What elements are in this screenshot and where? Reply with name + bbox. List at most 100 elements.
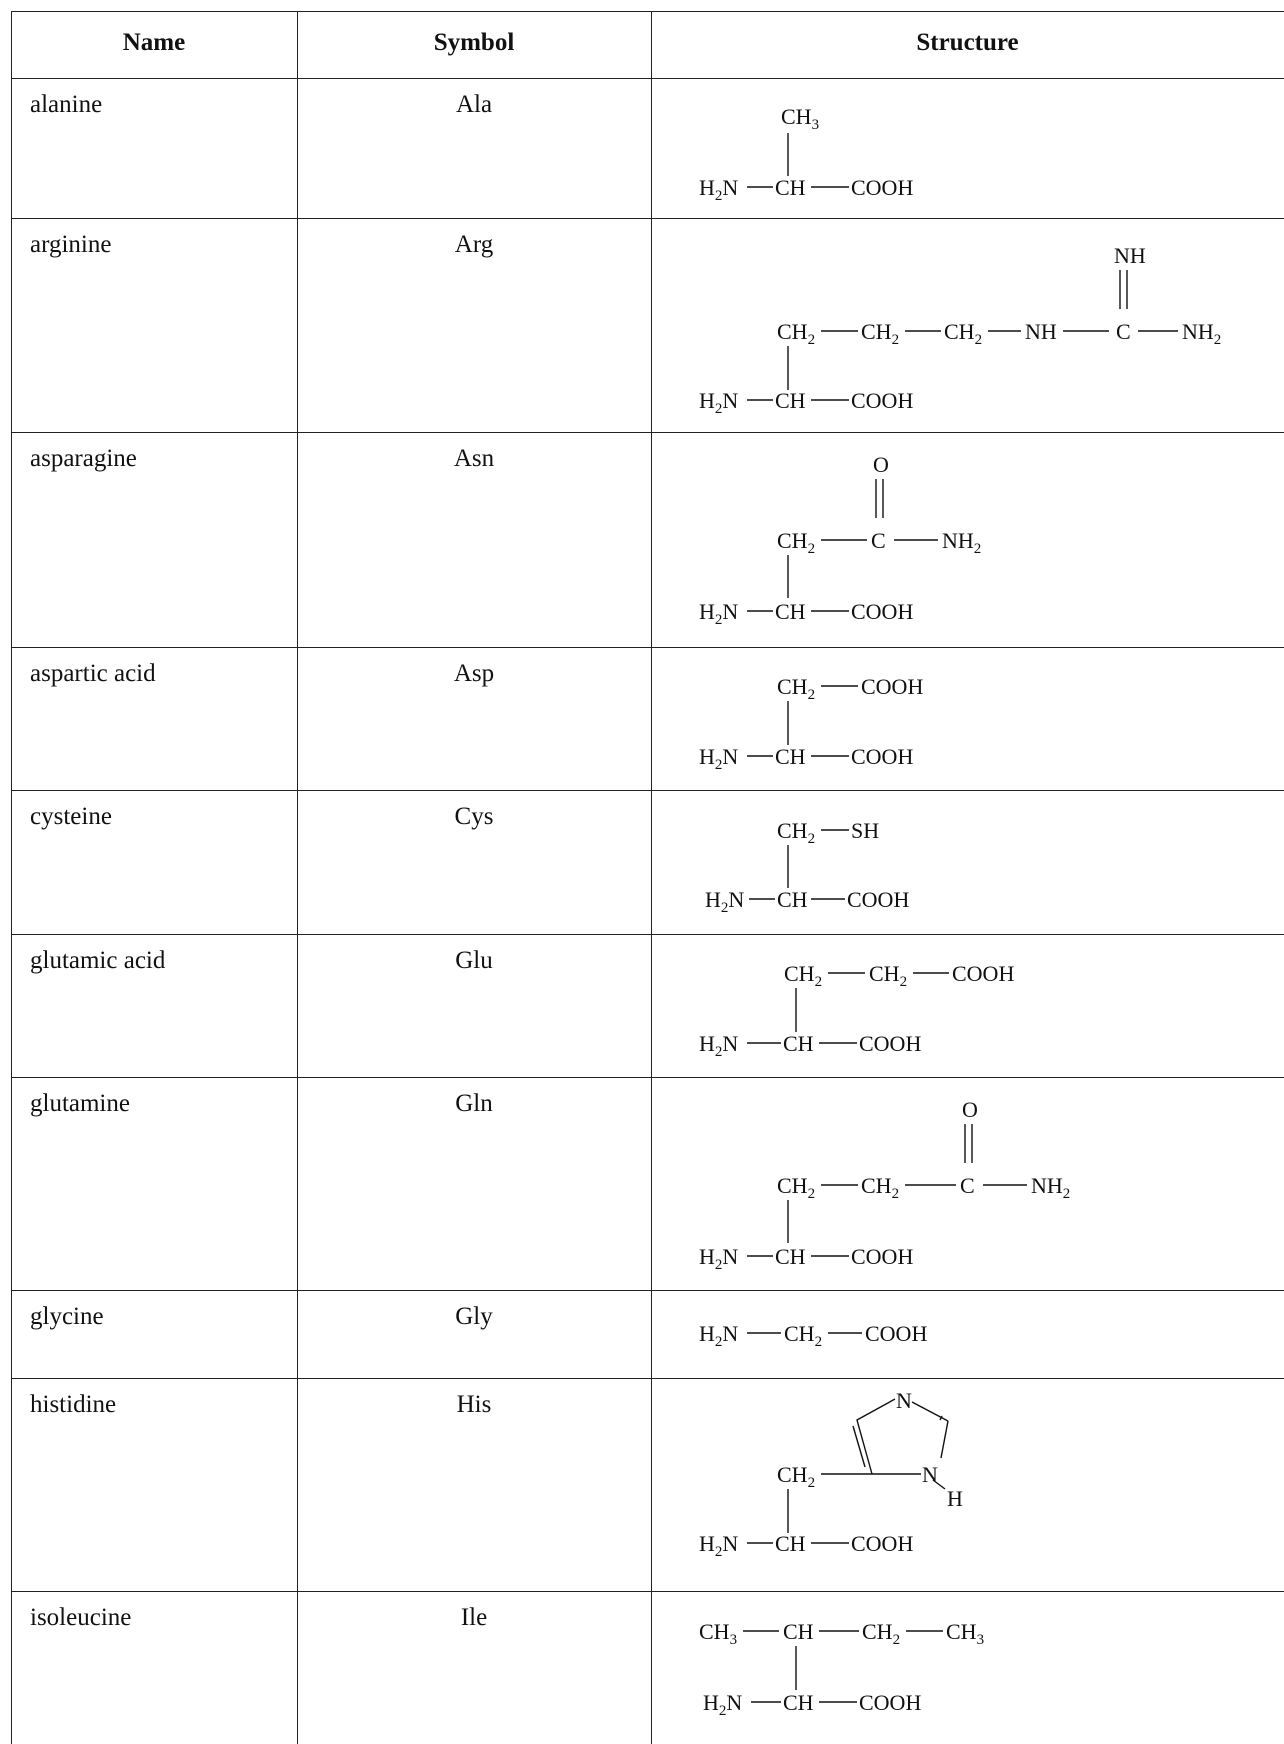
rule-row — [11, 647, 1284, 648]
svg-text:CH2​: CH2​ — [777, 1173, 815, 1202]
structure-arginine: NH CH2​ CH2​ CH2​ NH C NH2​ H2​N CH COOH — [699, 243, 1221, 417]
row-name: arginine — [30, 231, 112, 258]
svg-text:H2​N: H2​N — [705, 887, 744, 916]
svg-text:CH: CH — [775, 1531, 806, 1556]
svg-text:H2​N: H2​N — [699, 1244, 738, 1273]
svg-text:CH: CH — [783, 1619, 814, 1644]
row-name: glutamic acid — [30, 947, 166, 974]
row-name: isoleucine — [30, 1604, 132, 1631]
structure-alanine: CH3​ H2​N CH COOH — [699, 104, 913, 204]
row-symbol: Glu — [455, 947, 493, 974]
svg-text:COOH: COOH — [851, 599, 913, 624]
row-symbol: Asn — [453, 445, 495, 472]
svg-text:COOH: COOH — [861, 674, 923, 699]
header-name: Name — [122, 29, 186, 56]
svg-text:CH2​: CH2​ — [784, 961, 822, 990]
svg-text:H2​N: H2​N — [699, 1031, 738, 1060]
svg-text:COOH: COOH — [865, 1321, 927, 1346]
svg-text:H2​N: H2​N — [699, 1321, 738, 1350]
rule-row — [11, 218, 1284, 219]
svg-text:COOH: COOH — [851, 388, 913, 413]
svg-text:COOH: COOH — [851, 1531, 913, 1556]
svg-text:NH2​: NH2​ — [1031, 1173, 1070, 1202]
svg-text:O: O — [873, 452, 889, 477]
svg-text:CH: CH — [775, 744, 806, 769]
svg-text:N: N — [896, 1388, 912, 1413]
rule-col — [651, 11, 652, 1744]
rule-row — [11, 1591, 1284, 1592]
structure-histidine: N N H CH2​ H2​N CH COOH — [699, 1388, 963, 1560]
svg-text:COOH: COOH — [859, 1031, 921, 1056]
structure-asparagine: O CH2​ C NH2​ H2​N CH COOH — [699, 452, 981, 628]
svg-text:CH3​: CH3​ — [946, 1619, 984, 1648]
svg-text:H2​N: H2​N — [699, 388, 738, 417]
row-symbol: Arg — [454, 231, 494, 258]
row-name: glycine — [30, 1303, 104, 1330]
row-symbol: His — [456, 1391, 492, 1418]
rule-row — [11, 1378, 1284, 1379]
structure-glutamine: O CH2​ CH2​ C NH2​ H2​N CH COOH — [699, 1097, 1070, 1273]
svg-text:NH2​: NH2​ — [1182, 319, 1221, 348]
svg-text:N: N — [922, 1462, 938, 1487]
row-name: cysteine — [30, 803, 112, 830]
svg-text:SH: SH — [851, 818, 879, 843]
svg-text:NH: NH — [1114, 243, 1146, 268]
svg-text:NH: NH — [1025, 319, 1057, 344]
svg-text:CH2​: CH2​ — [777, 818, 815, 847]
svg-text:C: C — [1116, 319, 1131, 344]
rule-header — [11, 78, 1284, 79]
rule-top — [11, 11, 1284, 12]
svg-text:CH2​: CH2​ — [777, 1462, 815, 1491]
rule-row — [11, 934, 1284, 935]
svg-text:H2​N: H2​N — [699, 744, 738, 773]
svg-text:O: O — [962, 1097, 978, 1122]
row-symbol: Cys — [454, 803, 494, 830]
rule-col — [297, 11, 298, 1744]
structure-glutamic-acid: CH2​ CH2​ COOH H2​N CH COOH — [699, 961, 1014, 1060]
svg-text:H: H — [947, 1486, 963, 1511]
svg-text:CH3​: CH3​ — [699, 1619, 737, 1648]
svg-text:CH2​: CH2​ — [784, 1321, 822, 1350]
amino-acid-table: Name Symbol Structure alanine arginine a… — [11, 11, 1284, 1744]
svg-text:CH2​: CH2​ — [861, 1173, 899, 1202]
svg-text:COOH: COOH — [851, 1244, 913, 1269]
svg-text:CH2​: CH2​ — [777, 319, 815, 348]
svg-text:CH2​: CH2​ — [861, 319, 899, 348]
row-symbol: Ala — [455, 91, 493, 118]
row-name: aspartic acid — [30, 660, 156, 687]
svg-text:CH: CH — [783, 1690, 814, 1715]
svg-text:CH: CH — [777, 887, 808, 912]
svg-text:C: C — [871, 528, 886, 553]
svg-text:CH2​: CH2​ — [869, 961, 907, 990]
row-symbol: Gln — [455, 1090, 493, 1117]
rule-row — [11, 432, 1284, 433]
svg-text:COOH: COOH — [952, 961, 1014, 986]
svg-text:COOH: COOH — [847, 887, 909, 912]
svg-text:H2​N: H2​N — [699, 1531, 738, 1560]
svg-text:H2​N: H2​N — [699, 175, 738, 204]
svg-text:CH: CH — [783, 1031, 814, 1056]
row-symbol: Asp — [453, 660, 495, 687]
svg-text:CH: CH — [775, 175, 806, 200]
row-symbol: Gly — [455, 1303, 493, 1330]
svg-text:CH: CH — [775, 1244, 806, 1269]
svg-text:CH2​: CH2​ — [944, 319, 982, 348]
rule-left — [11, 11, 12, 1744]
rule-row — [11, 790, 1284, 791]
header-symbol: Symbol — [433, 29, 515, 56]
structure-aspartic-acid: CH2​ COOH H2​N CH COOH — [699, 674, 923, 773]
svg-text:CH2​: CH2​ — [862, 1619, 900, 1648]
svg-text:CH3​: CH3​ — [781, 104, 819, 133]
svg-text:CH2​: CH2​ — [777, 674, 815, 703]
header-structure: Structure — [916, 29, 1019, 56]
row-name: histidine — [30, 1391, 117, 1418]
rule-row — [11, 1077, 1284, 1078]
svg-text:COOH: COOH — [851, 744, 913, 769]
row-name: asparagine — [30, 445, 137, 472]
row-symbol: Ile — [460, 1604, 488, 1631]
svg-text:NH2​: NH2​ — [942, 528, 981, 557]
svg-text:CH: CH — [775, 388, 806, 413]
svg-text:H2​N: H2​N — [699, 599, 738, 628]
svg-text:COOH: COOH — [859, 1690, 921, 1715]
svg-text:C: C — [960, 1173, 975, 1198]
